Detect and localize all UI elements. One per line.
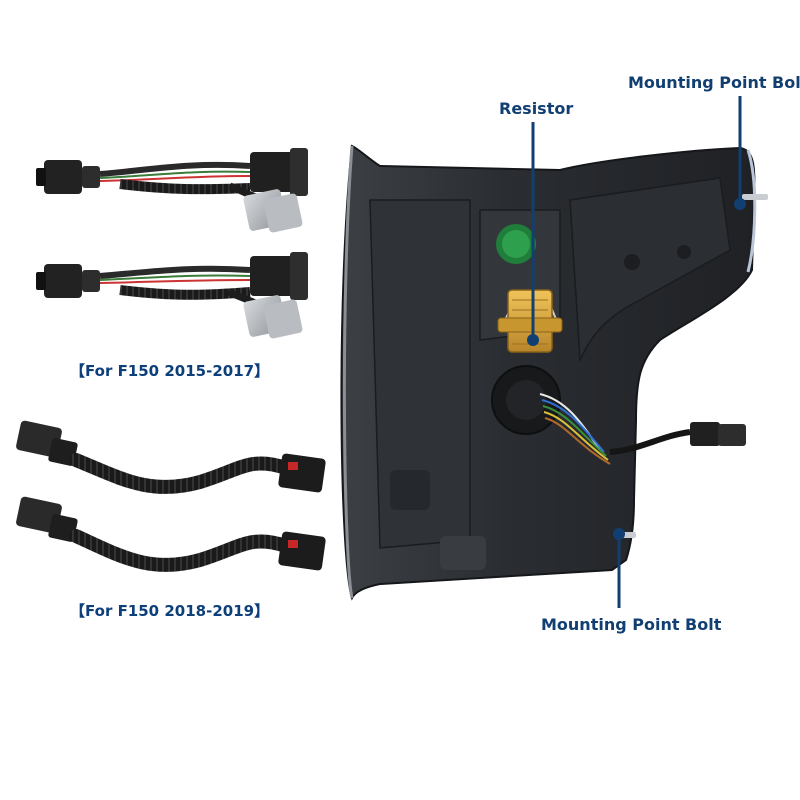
caption-f150-2015-2017: 【For F150 2015-2017】 <box>70 362 270 380</box>
black-plug-connector <box>16 420 62 458</box>
tail-light-connector <box>690 422 720 446</box>
resistor <box>497 289 563 353</box>
wiring-harness-2015-2017-a <box>36 148 308 233</box>
black-plug-connector <box>44 264 82 298</box>
mounting-point-bolt-top-label: Mounting Point Bolt <box>628 73 800 92</box>
bottom-bolt-marker-dot <box>613 528 625 540</box>
caption-f150-2018-2019: 【For F150 2018-2019】 <box>70 602 270 620</box>
top-mounting-bolt <box>742 194 768 200</box>
resistor-marker-dot <box>527 334 539 346</box>
black-plug-connector <box>44 160 82 194</box>
wiring-harness-2018-2019-a <box>16 420 326 494</box>
black-socket-connector <box>278 453 326 493</box>
tail-light-housing <box>340 144 768 601</box>
mounting-point-bolt-bottom-label: Mounting Point Bolt <box>541 615 722 634</box>
resistor-label: Resistor <box>499 99 574 118</box>
top-bolt-marker-dot <box>734 198 746 210</box>
wiring-harness-2015-2017-b <box>36 252 308 339</box>
black-socket-connector <box>250 152 298 192</box>
black-socket-connector <box>278 531 326 571</box>
black-plug-connector <box>16 496 62 534</box>
wiring-harness-2018-2019-b <box>16 496 326 572</box>
callout-lines <box>527 96 746 608</box>
black-socket-connector <box>250 256 298 296</box>
